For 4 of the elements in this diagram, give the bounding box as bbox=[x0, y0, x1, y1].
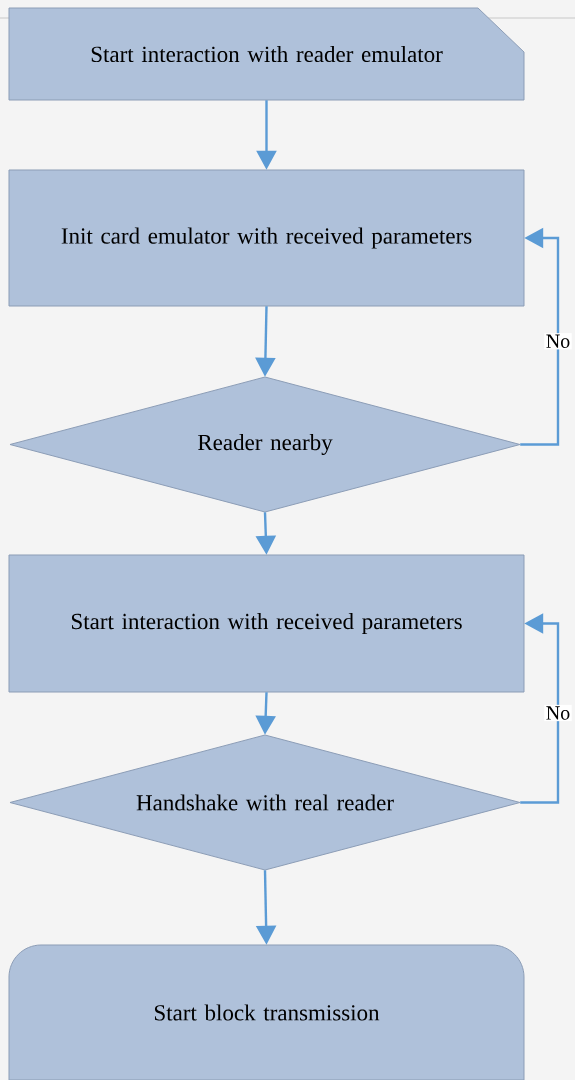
terminal-box: Start block transmission bbox=[8, 944, 525, 1080]
process-box: Start interaction with received parameters bbox=[8, 554, 525, 693]
edge-label: No bbox=[544, 333, 572, 350]
process-box: Init card emulator with received parameters bbox=[8, 169, 525, 307]
